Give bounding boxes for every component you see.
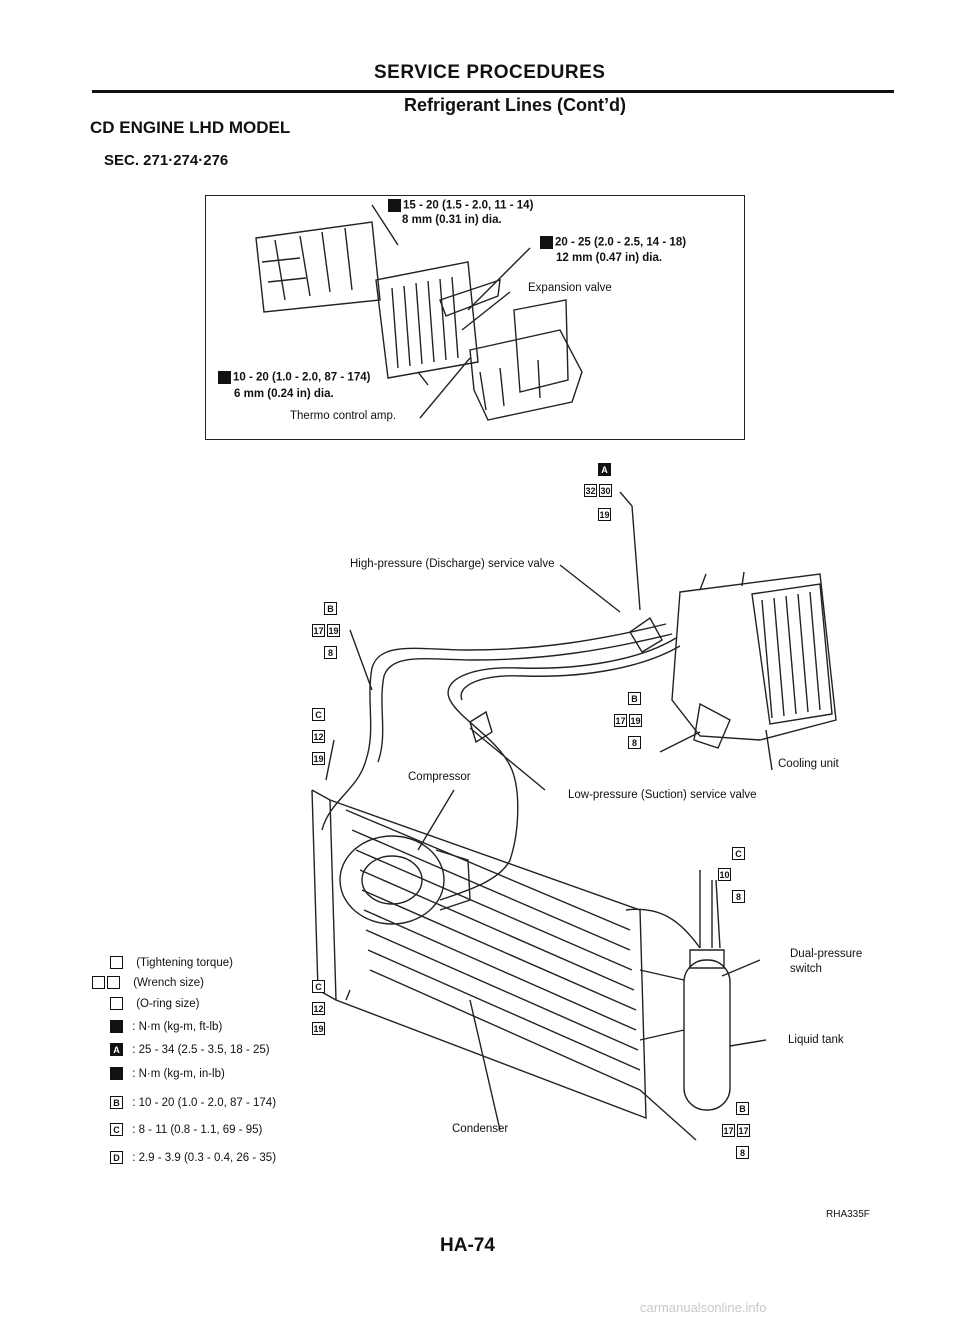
label-dual-pressure-switch: Dual-pressure <box>790 948 863 960</box>
liquid-line <box>625 908 701 949</box>
callout-c-2: C <box>732 845 747 863</box>
inset-lower-case <box>469 329 583 421</box>
page-subtitle: Refrigerant Lines (Cont’d) <box>404 95 627 115</box>
legend-a: A : 25 - 34 (2.5 - 3.5, 18 - 25) <box>110 1043 270 1056</box>
figure-reference-code: RHA335F <box>826 1209 870 1220</box>
callout-c-2-size: 10 <box>718 868 731 882</box>
label-high-pressure-valve: High-pressure (Discharge) service valve <box>350 558 555 570</box>
callout-c-3: C <box>312 978 327 996</box>
torque-wrench-icon <box>110 1020 123 1033</box>
header-rule <box>92 90 894 93</box>
callout-c-1-oring: 19 <box>312 752 325 766</box>
label-thermo-control-amp: Thermo control amp. <box>290 410 397 422</box>
page-title: SERVICE PROCEDURES <box>374 62 606 83</box>
legend-square-icon <box>107 976 120 989</box>
condenser-core <box>329 798 647 1120</box>
legend-c: C : 8 - 11 (0.8 - 1.1, 69 - 95) <box>110 1123 262 1136</box>
callout-b-3-oring: 8 <box>736 1144 751 1162</box>
torque-wrench-icon <box>540 236 553 249</box>
callout-b-3: B <box>736 1100 751 1118</box>
label-expansion-valve: Expansion valve <box>528 282 612 294</box>
model-heading: CD ENGINE LHD MODEL <box>90 118 291 137</box>
legend-d: D : 2.9 - 3.9 (0.3 - 0.4, 26 - 35) <box>110 1151 276 1164</box>
compressor-body <box>339 835 445 925</box>
inset-torque-2: 20 - 25 (2.0 - 2.5, 14 - 18) <box>540 236 686 249</box>
section-number: SEC. 271·274·276 <box>104 152 229 169</box>
label-cooling-unit: Cooling unit <box>778 758 839 770</box>
inset-torque-3-size: 6 mm (0.24 in) dia. <box>234 388 334 400</box>
label-liquid-tank: Liquid tank <box>788 1034 844 1046</box>
label-dual-pressure-switch-2: switch <box>790 963 822 975</box>
cooling-unit-body <box>671 573 837 741</box>
inset-evaporator <box>375 261 479 379</box>
callout-c-3-oring: 19 <box>312 1022 325 1036</box>
callout-c-1-size: 12 <box>312 730 325 744</box>
low-pressure-service-valve <box>469 710 493 744</box>
torque-wrench-inlb-icon <box>110 1067 123 1080</box>
inset-evaporator-detail <box>205 195 745 440</box>
high-pressure-service-valve <box>629 616 663 653</box>
callout-b-1: B <box>324 600 339 618</box>
callout-a: A <box>598 461 613 479</box>
inset-torque-3: 10 - 20 (1.0 - 2.0, 87 - 174) <box>218 371 370 384</box>
legend-oring-size: (O-ring size) <box>110 997 199 1010</box>
label-compressor: Compressor <box>408 771 471 783</box>
callout-c-3-size: 12 <box>312 1002 325 1016</box>
legend-square-icon <box>92 976 105 989</box>
inset-expansion-valve-pipes <box>439 278 501 317</box>
inset-torque-1-size: 8 mm (0.31 in) dia. <box>402 214 502 226</box>
legend-b: B : 10 - 20 (1.0 - 2.0, 87 - 174) <box>110 1096 276 1109</box>
watermark: carmanualsonline.info <box>640 1300 767 1315</box>
legend-square-icon <box>110 956 123 969</box>
callout-c-1: C <box>312 706 327 724</box>
torque-wrench-inlb-icon <box>218 371 231 384</box>
inset-torque-2-size: 12 mm (0.47 in) dia. <box>556 252 663 264</box>
legend-nm-ftlb: : N·m (kg-m, ft-lb) <box>110 1020 222 1033</box>
legend-wrench-size: (Wrench size) <box>92 976 204 989</box>
legend-tightening-torque: (Tightening torque) <box>110 956 233 969</box>
liquid-tank-body <box>683 959 731 1111</box>
legend-square-icon <box>110 997 123 1010</box>
callout-b-1-oring: 8 <box>324 644 339 662</box>
page-number: HA-74 <box>440 1235 495 1256</box>
callout-c-2-oring: 8 <box>732 888 747 906</box>
high-pressure-line <box>321 623 667 831</box>
torque-wrench-icon <box>388 199 401 212</box>
callout-a-oring: 19 <box>598 508 611 522</box>
inset-heater-unit <box>255 221 381 313</box>
label-condenser: Condenser <box>452 1123 509 1135</box>
label-low-pressure-valve: Low-pressure (Suction) service valve <box>568 789 757 801</box>
callout-b-2-oring: 8 <box>628 734 643 752</box>
callout-b-2: B <box>628 690 643 708</box>
legend-nm-inlb: : N·m (kg-m, in-lb) <box>110 1067 225 1080</box>
low-pressure-line <box>439 637 677 901</box>
inset-torque-1: 15 - 20 (1.5 - 2.0, 11 - 14) <box>388 199 533 212</box>
